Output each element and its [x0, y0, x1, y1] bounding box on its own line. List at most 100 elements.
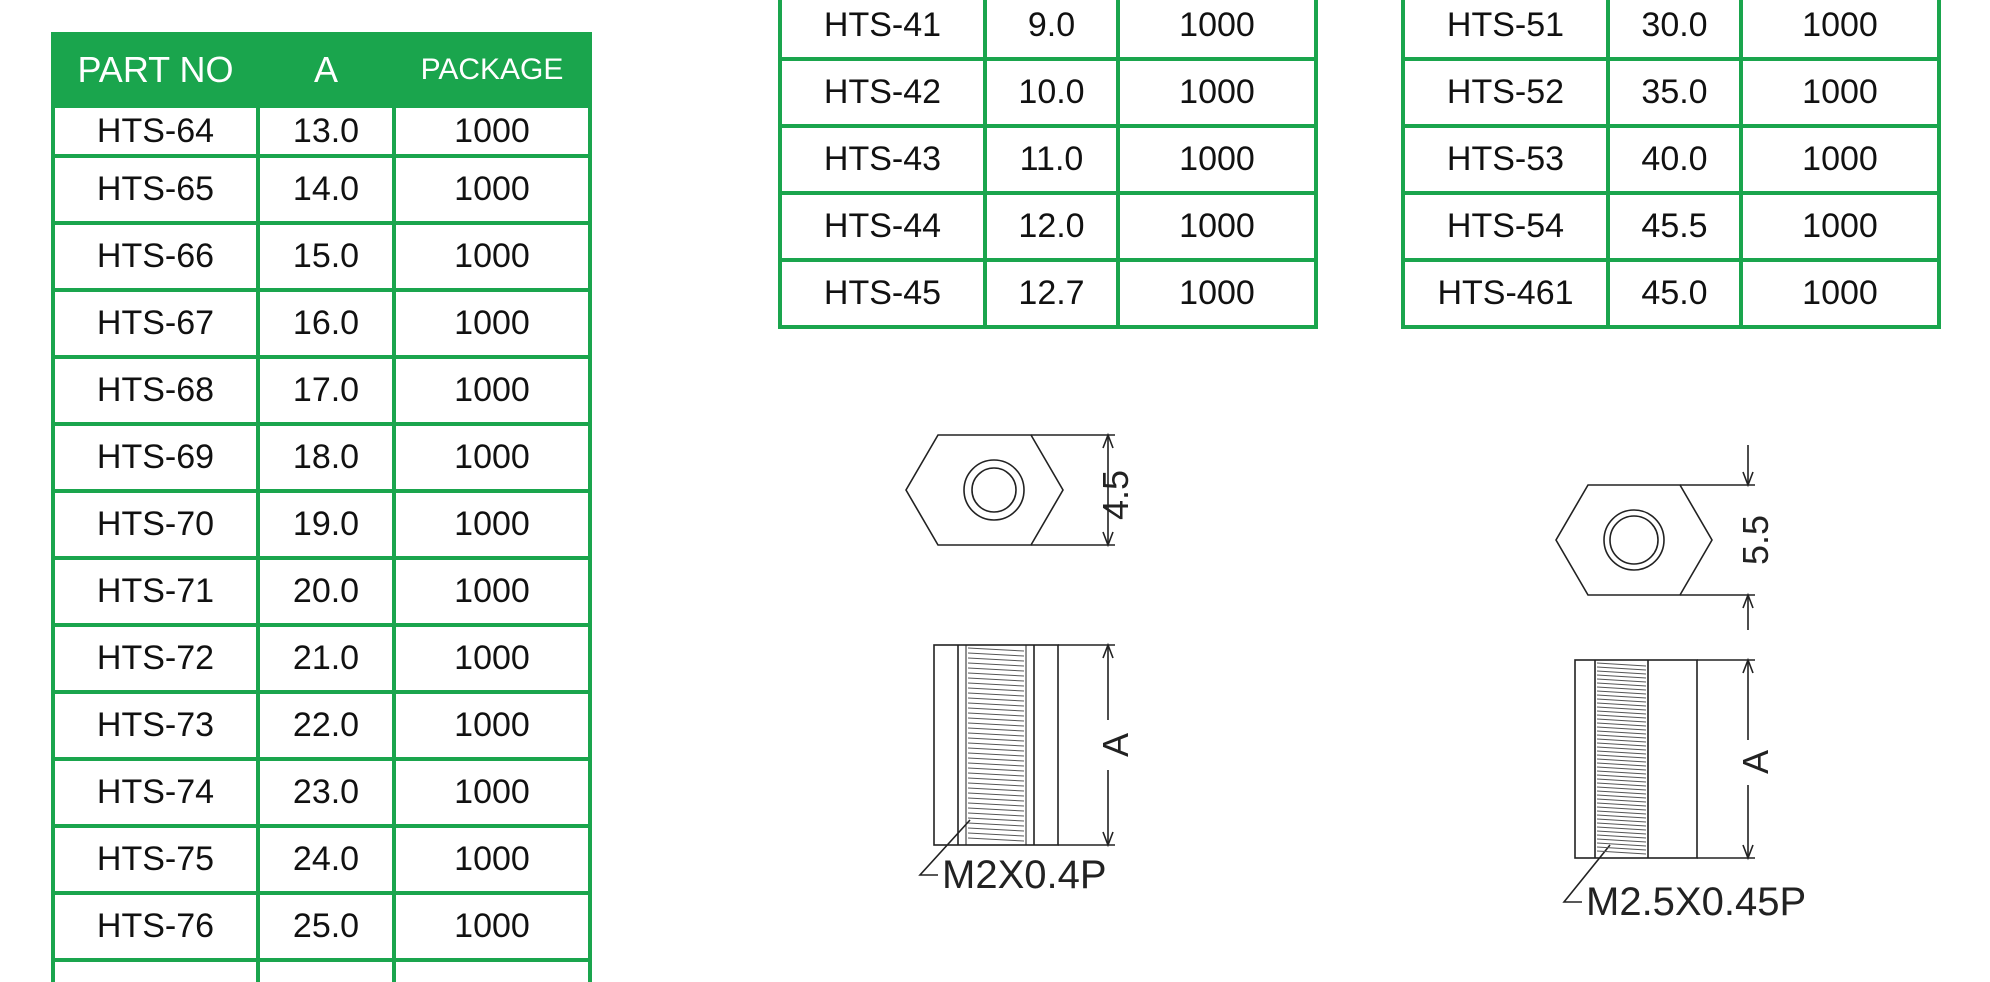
thread-line: [967, 672, 1025, 677]
thread-line: [1596, 806, 1647, 811]
a-value-cell: 17.0: [256, 355, 396, 426]
table-row: HTS-461 45.0 1000: [1401, 258, 1941, 329]
part-no-cell: HTS-66: [51, 221, 260, 292]
thread-line: [1596, 838, 1647, 843]
thread-line: [967, 832, 1025, 837]
thread-leader: [1562, 844, 1611, 903]
thread-line: [1596, 810, 1647, 815]
thread-line: [1596, 686, 1647, 691]
a-value-cell: 24.0: [256, 824, 396, 895]
thread-line: [967, 662, 1025, 667]
thread-spec-label: M2.5X0.45P: [1586, 880, 1806, 924]
package-cell: 1000: [1739, 258, 1941, 329]
part-no-cell: HTS-72: [51, 623, 260, 694]
package-cell: 1000: [1739, 124, 1941, 195]
package-cell: 1000: [392, 824, 592, 895]
thread-line: [1596, 726, 1647, 731]
thread-line: [1596, 754, 1647, 759]
thread-line: [1596, 834, 1647, 839]
thread-line: [1596, 714, 1647, 719]
m25-spacer-drawing: 5.5 A M2.5X0.45P: [1555, 445, 1806, 924]
package-cell: 1000: [392, 154, 592, 225]
thread-line: [1596, 662, 1647, 667]
table-row: HTS-53 40.0 1000: [1401, 124, 1941, 195]
thread-line: [1596, 718, 1647, 723]
empty-cell: [256, 958, 396, 982]
thread-line: [967, 652, 1025, 657]
thread-line: [967, 657, 1025, 662]
table-row-partial: [51, 958, 592, 982]
thread-line: [967, 777, 1025, 782]
thread-line: [1596, 702, 1647, 707]
thread-line: [1596, 774, 1647, 779]
part-no-cell: HTS-51: [1401, 0, 1610, 61]
table-row: HTS-69 18.0 1000: [51, 422, 592, 493]
part-no-cell: HTS-73: [51, 690, 260, 761]
part-no-cell: HTS-76: [51, 891, 260, 962]
part-no-cell: HTS-74: [51, 757, 260, 828]
thread-line: [967, 737, 1025, 742]
part-no-cell: HTS-64: [51, 104, 260, 158]
thread-line: [967, 772, 1025, 777]
thread-line: [967, 817, 1025, 822]
package-cell: 1000: [392, 104, 592, 158]
thread-line: [1596, 742, 1647, 747]
thread-line: [1596, 722, 1647, 727]
thread-line: [1596, 674, 1647, 679]
hex-top-view: [1555, 484, 1713, 596]
thread-line: [1596, 762, 1647, 767]
a-value-cell: 12.0: [983, 191, 1120, 262]
table-row: HTS-70 19.0 1000: [51, 489, 592, 560]
hex-top-view: [905, 434, 1064, 546]
package-cell: 1000: [392, 489, 592, 560]
table-row: HTS-54 45.5 1000: [1401, 191, 1941, 262]
table-row: HTS-71 20.0 1000: [51, 556, 592, 627]
package-cell: 1000: [392, 288, 592, 359]
package-cell: 1000: [392, 757, 592, 828]
package-cell: 1000: [1116, 0, 1318, 61]
table-row: HTS-64 13.0 1000: [51, 104, 592, 158]
table-row: HTS-72 21.0 1000: [51, 623, 592, 694]
thread-line: [967, 757, 1025, 762]
thread-line: [967, 827, 1025, 832]
empty-cell: [51, 958, 260, 982]
thread-line: [967, 767, 1025, 772]
length-dimension-label: A: [1735, 750, 1776, 774]
part-no-cell: HTS-54: [1401, 191, 1610, 262]
thread-line: [1596, 694, 1647, 699]
thread-line: [967, 712, 1025, 717]
thread-line: [1596, 734, 1647, 739]
table-row: HTS-43 11.0 1000: [778, 124, 1318, 195]
thread-line: [1596, 782, 1647, 787]
part-no-cell: HTS-52: [1401, 57, 1610, 128]
part-no-cell: HTS-65: [51, 154, 260, 225]
table-row: HTS-67 16.0 1000: [51, 288, 592, 359]
thread-line: [967, 722, 1025, 727]
part-no-cell: HTS-42: [778, 57, 987, 128]
thread-line: [967, 762, 1025, 767]
thread-line: [1596, 814, 1647, 819]
thread-line: [1596, 766, 1647, 771]
a-value-cell: 45.5: [1606, 191, 1743, 262]
part-no-cell: HTS-44: [778, 191, 987, 262]
hex-dimension-label: 5.5: [1735, 515, 1776, 565]
thread-line: [967, 742, 1025, 747]
a-value-cell: 25.0: [256, 891, 396, 962]
a-value-cell: 18.0: [256, 422, 396, 493]
thread-bore-inner: [1609, 515, 1659, 565]
thread-line: [1596, 798, 1647, 803]
thread-line: [967, 782, 1025, 787]
header-part-no: PART NO: [51, 32, 260, 108]
right-parts-table: HTS-51 30.0 1000 HTS-52 35.0 1000 HTS-53…: [1401, 0, 1941, 329]
thread-line: [1596, 846, 1647, 851]
thread-bore-outer: [963, 459, 1025, 521]
package-cell: 1000: [1739, 57, 1941, 128]
thread-line: [1596, 842, 1647, 847]
thread-line: [967, 692, 1025, 697]
thread-spec-label: M2X0.4P: [942, 853, 1107, 897]
table-row: HTS-76 25.0 1000: [51, 891, 592, 962]
thread-line: [967, 697, 1025, 702]
thread-line: [1596, 706, 1647, 711]
thread-line: [1596, 758, 1647, 763]
header-row: PART NO A PACKAGE: [51, 32, 592, 108]
